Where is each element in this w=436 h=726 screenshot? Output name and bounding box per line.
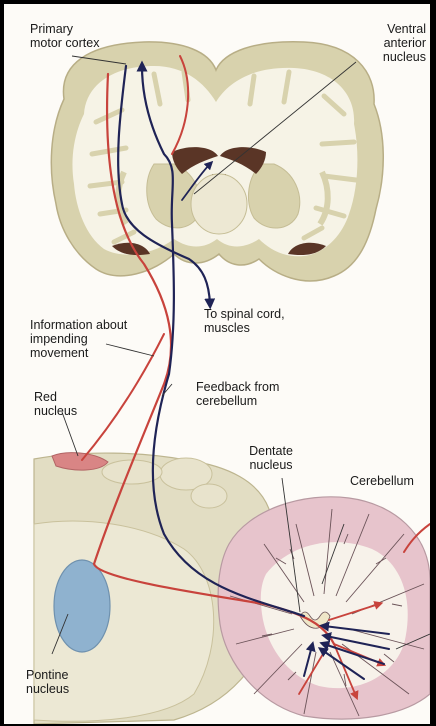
label-red-nucleus: Red nucleus [34, 390, 77, 418]
label-information-impending-movement: Information about impending movement [30, 318, 127, 360]
label-primary-motor-cortex: Primary motor cortex [30, 22, 99, 50]
label-cerebellum: Cerebellum [350, 474, 414, 488]
brain-coronal-section [51, 42, 383, 281]
cerebellum [218, 497, 430, 719]
motor-pathway-diagram [4, 4, 430, 724]
label-feedback-from-cerebellum: Feedback from cerebellum [196, 380, 279, 408]
label-ventral-anterior-nucleus: Ventral anterior nucleus [362, 22, 426, 64]
label-dentate-nucleus: Dentate nucleus [240, 444, 302, 472]
thalamus [191, 174, 247, 234]
pontine-nucleus-shape [54, 560, 110, 652]
label-to-spinal-cord: To spinal cord, muscles [204, 307, 285, 335]
label-pontine-nucleus: Pontine nucleus [26, 668, 69, 696]
diagram-panel: Primary motor cortex Ventral anterior nu… [4, 4, 430, 724]
